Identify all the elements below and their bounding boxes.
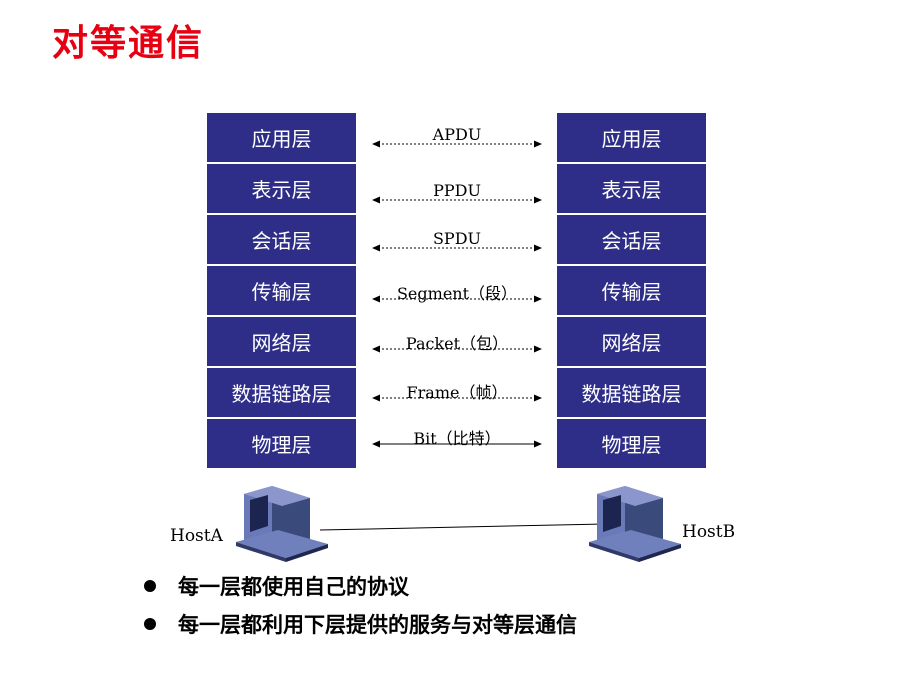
bullet-text: 每一层都利用下层提供的服务与对等层通信 xyxy=(178,613,577,637)
layer-session-a: 会话层 xyxy=(207,215,356,264)
layer-physical-b: 物理层 xyxy=(557,419,706,468)
pdu-arrow-bit: Bit（比特） xyxy=(372,417,542,467)
pdu-arrow-apdu: APDU xyxy=(372,117,542,167)
double-arrow-icon xyxy=(372,345,542,353)
computer-icon xyxy=(236,486,328,562)
pdu-arrow-segment: Segment（段） xyxy=(372,272,542,322)
pdu-arrow-ppdu: PPDU xyxy=(372,173,542,223)
double-arrow-icon xyxy=(372,244,542,252)
pdu-arrow-packet: Packet（包） xyxy=(372,322,542,372)
host-a-protocol-stack: 应用层 表示层 会话层 传输层 网络层 数据链路层 物理层 xyxy=(207,113,356,470)
pdu-label-packet: Packet（包） xyxy=(405,334,509,353)
bullet-dot-icon xyxy=(144,580,156,592)
layer-presentation-a: 表示层 xyxy=(207,164,356,213)
computer-icon xyxy=(589,486,681,562)
layer-physical-a: 物理层 xyxy=(207,419,356,468)
layer-transport-a: 传输层 xyxy=(207,266,356,315)
pdu-label-bit: Bit（比特） xyxy=(413,429,501,448)
page-title: 对等通信 xyxy=(52,23,205,64)
pdu-label-frame: Frame（帧） xyxy=(406,383,508,402)
list-item: 每一层都利用下层提供的服务与对等层通信 xyxy=(142,605,577,643)
bullet-text: 每一层都使用自己的协议 xyxy=(178,575,409,599)
layer-network-b: 网络层 xyxy=(557,317,706,366)
bullet-list: 每一层都使用自己的协议 每一层都利用下层提供的服务与对等层通信 xyxy=(142,567,577,643)
layer-application-b: 应用层 xyxy=(557,113,706,162)
network-link-line xyxy=(320,523,605,531)
pdu-label-segment: Segment（段） xyxy=(396,284,518,303)
layer-session-b: 会话层 xyxy=(557,215,706,264)
pdu-label-ppdu: PPDU xyxy=(433,181,481,200)
double-arrow-icon xyxy=(372,295,542,303)
pdu-label-apdu: APDU xyxy=(432,125,482,144)
host-b-label: HostB xyxy=(682,522,736,542)
list-item: 每一层都使用自己的协议 xyxy=(142,567,577,605)
pdu-arrow-frame: Frame（帧） xyxy=(372,371,542,421)
host-b-protocol-stack: 应用层 表示层 会话层 传输层 网络层 数据链路层 物理层 xyxy=(557,113,706,470)
double-arrow-icon xyxy=(372,196,542,204)
host-a-label: HostA xyxy=(170,526,223,546)
pdu-label-spdu: SPDU xyxy=(432,229,482,248)
pdu-arrow-spdu: SPDU xyxy=(372,221,542,271)
layer-datalink-b: 数据链路层 xyxy=(557,368,706,417)
bullet-dot-icon xyxy=(144,618,156,630)
double-arrow-icon xyxy=(372,440,542,448)
layer-presentation-b: 表示层 xyxy=(557,164,706,213)
double-arrow-icon xyxy=(372,394,542,402)
layer-network-a: 网络层 xyxy=(207,317,356,366)
layer-application-a: 应用层 xyxy=(207,113,356,162)
layer-datalink-a: 数据链路层 xyxy=(207,368,356,417)
layer-transport-b: 传输层 xyxy=(557,266,706,315)
double-arrow-icon xyxy=(372,140,542,148)
